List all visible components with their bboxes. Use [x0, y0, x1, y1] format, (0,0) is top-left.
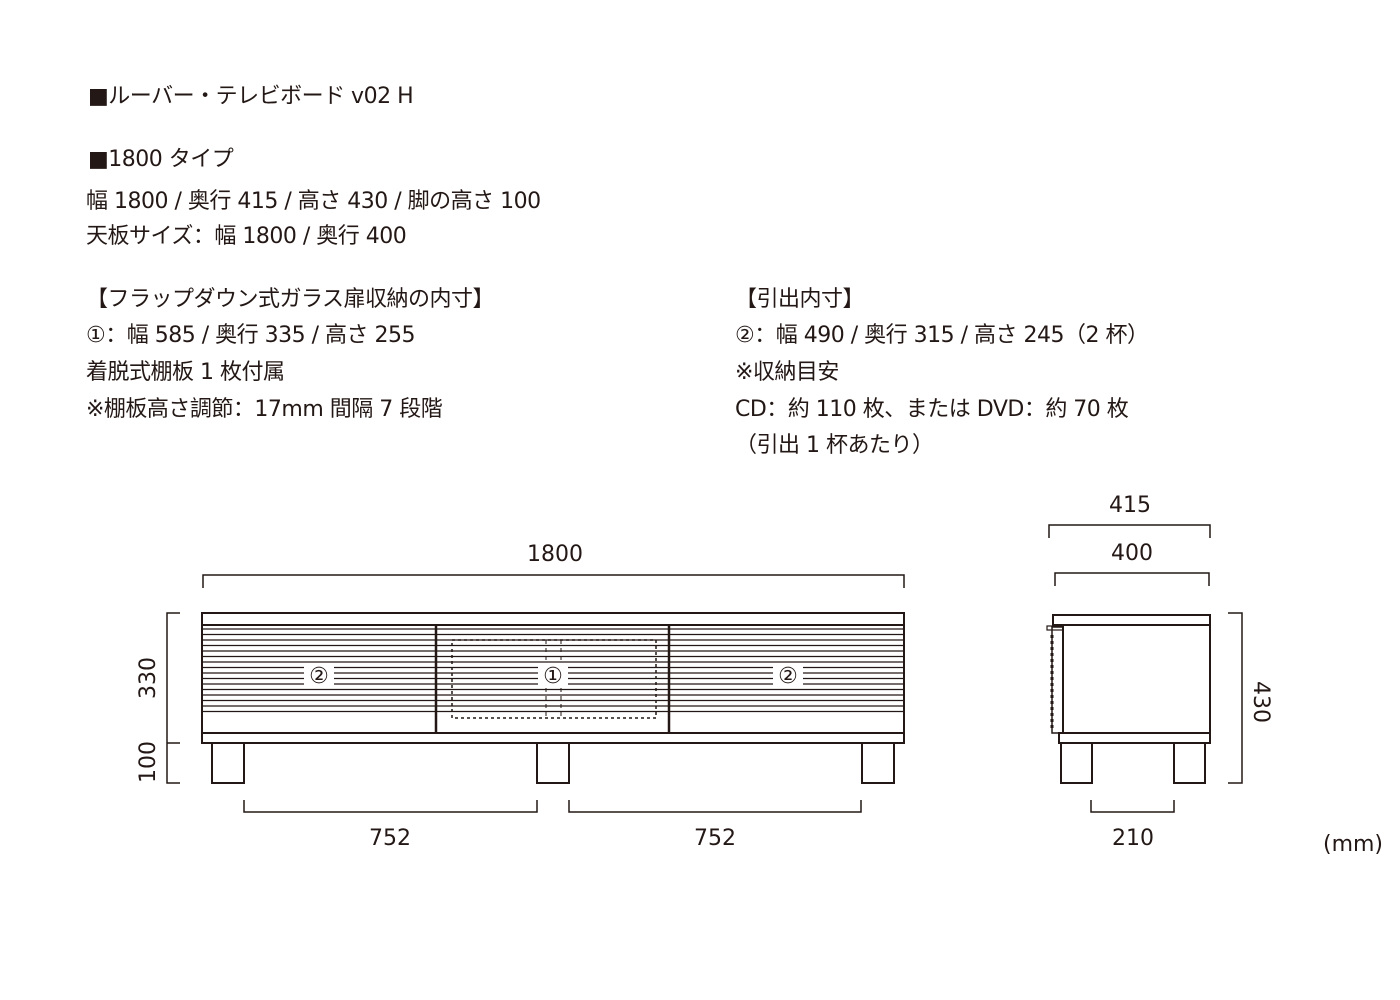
drawer-line: （引出 1 杯あたり） — [735, 433, 934, 458]
height-label: 430 — [1248, 681, 1273, 723]
leg-span-left-label: 752 — [369, 826, 411, 851]
drawer-line: ※収納目安 — [735, 360, 839, 385]
louver-slats — [203, 628, 903, 713]
drawer-marker: ② — [778, 664, 798, 689]
height-dimension-line — [166, 612, 180, 784]
side-base-board — [1058, 732, 1211, 744]
side-depth-dimension-line — [1048, 524, 1211, 538]
leg-height-label: 100 — [136, 741, 161, 783]
drawer-line: CD：約 110 枚、または DVD：約 70 枚 — [735, 397, 1129, 422]
depth-label: 415 — [1109, 493, 1151, 518]
leg — [536, 742, 570, 784]
top-board-size: 天板サイズ：幅 1800 / 奥行 400 — [86, 224, 407, 249]
leg — [1173, 742, 1206, 784]
width-label: 1800 — [527, 542, 583, 567]
top-depth-label: 400 — [1111, 541, 1153, 566]
glass-door-frame — [451, 639, 657, 719]
width-dimension-line — [202, 574, 905, 588]
drawer-line: ②：幅 490 / 奥行 315 / 高さ 245（2 杯） — [735, 323, 1149, 348]
side-leg-span-label: 210 — [1112, 826, 1154, 851]
front-base-board — [201, 732, 905, 744]
leg-span-right-label: 752 — [694, 826, 736, 851]
side-leg-span-line — [1090, 800, 1175, 813]
unit-label: (mm) — [1323, 832, 1383, 857]
leg — [861, 742, 895, 784]
type-heading: ■1800 タイプ — [88, 147, 234, 172]
side-door — [1051, 626, 1064, 734]
front-top-board — [201, 612, 905, 626]
body-height-label: 330 — [136, 657, 161, 699]
product-title: ■ルーバー・テレビボード v02 H — [88, 84, 414, 109]
side-height-dimension-line — [1228, 612, 1243, 784]
overall-dimensions: 幅 1800 / 奥行 415 / 高さ 430 / 脚の高さ 100 — [86, 189, 541, 214]
leg-span-right-line — [568, 800, 862, 813]
side-cabinet — [1062, 624, 1211, 734]
leg — [1060, 742, 1093, 784]
side-top-depth-dimension-line — [1054, 572, 1210, 586]
glass-storage-line: 着脱式棚板 1 枚付属 — [86, 360, 285, 385]
leg — [211, 742, 245, 784]
leg-span-left-line — [243, 800, 538, 813]
drawer-marker: ② — [309, 664, 329, 689]
glass-storage-heading: 【フラップダウン式ガラス扉収納の内寸】 — [86, 287, 495, 312]
drawer-heading: 【引出内寸】 — [735, 287, 865, 312]
glass-storage-line: ※棚板高さ調節：17mm 間隔 7 段階 — [86, 397, 443, 422]
glass-storage-line: ①：幅 585 / 奥行 335 / 高さ 255 — [86, 323, 415, 348]
side-top-board — [1052, 614, 1211, 626]
glass-door-marker: ① — [543, 664, 563, 689]
